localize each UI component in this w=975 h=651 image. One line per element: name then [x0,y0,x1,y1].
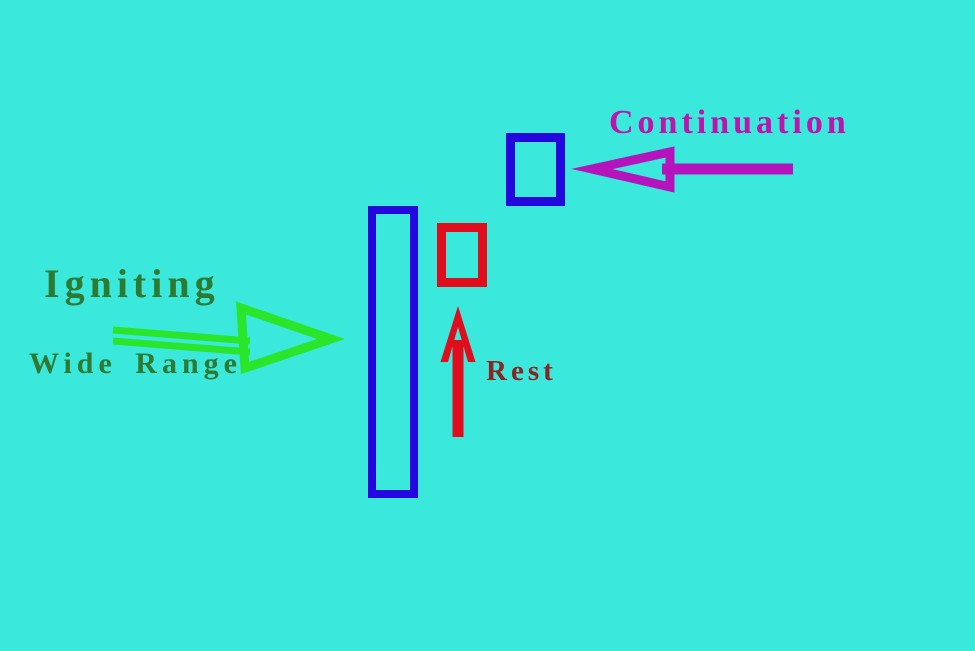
continuation-arrow-head [571,146,675,193]
rest-arrow-shaft [452,340,464,437]
wide-range-candle-rect [368,206,418,498]
continuation-label: Continuation [609,104,850,141]
continuation-arrow-shaft [662,163,793,175]
wide-range-label: Wide Range [29,347,242,380]
rest-arrow-icon [440,306,476,437]
continuation-arrow-icon [571,146,793,193]
igniting-arrow-shaft-bottom [112,337,251,356]
igniting-arrow-head [236,301,345,375]
igniting-label: Igniting [44,261,220,306]
rest-candle-rect [437,223,487,287]
continuation-candle-rect [506,133,565,206]
igniting-arrow-icon [112,301,345,375]
rest-label: Rest [486,355,557,387]
igniting-arrow-shaft-top [112,326,251,345]
